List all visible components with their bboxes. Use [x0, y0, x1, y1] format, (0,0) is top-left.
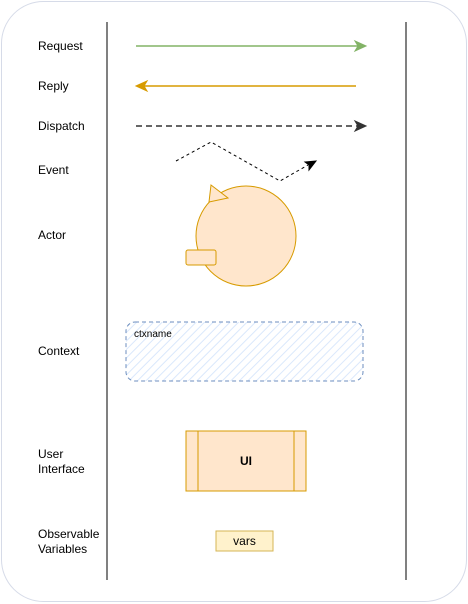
- label-observable-variables-line2: Variables: [38, 542, 87, 556]
- vars-symbol: vars: [215, 530, 274, 552]
- label-user-interface-line2: Interface: [38, 462, 85, 476]
- reply-arrow: [134, 79, 356, 93]
- label-context: Context: [38, 344, 80, 358]
- label-observable-variables-line1: Observable: [38, 527, 100, 541]
- request-arrow: [136, 39, 368, 53]
- label-reply: Reply: [38, 79, 69, 93]
- vars-text: vars: [233, 534, 256, 548]
- context-name-text: ctxname: [134, 329, 172, 340]
- label-request: Request: [38, 39, 83, 53]
- ui-symbol: UI: [185, 430, 307, 492]
- label-user-interface: User Interface: [38, 447, 85, 476]
- label-user-interface-line1: User: [38, 447, 63, 461]
- event-arrow: [175, 141, 318, 182]
- actor-symbol: [185, 184, 297, 287]
- label-dispatch: Dispatch: [38, 119, 85, 133]
- context-symbol: ctxname: [125, 321, 364, 382]
- label-observable-variables: Observable Variables: [38, 527, 103, 556]
- label-actor: Actor: [38, 228, 66, 242]
- dispatch-arrow: [136, 119, 368, 133]
- ui-text: UI: [240, 454, 252, 468]
- label-event: Event: [38, 163, 69, 177]
